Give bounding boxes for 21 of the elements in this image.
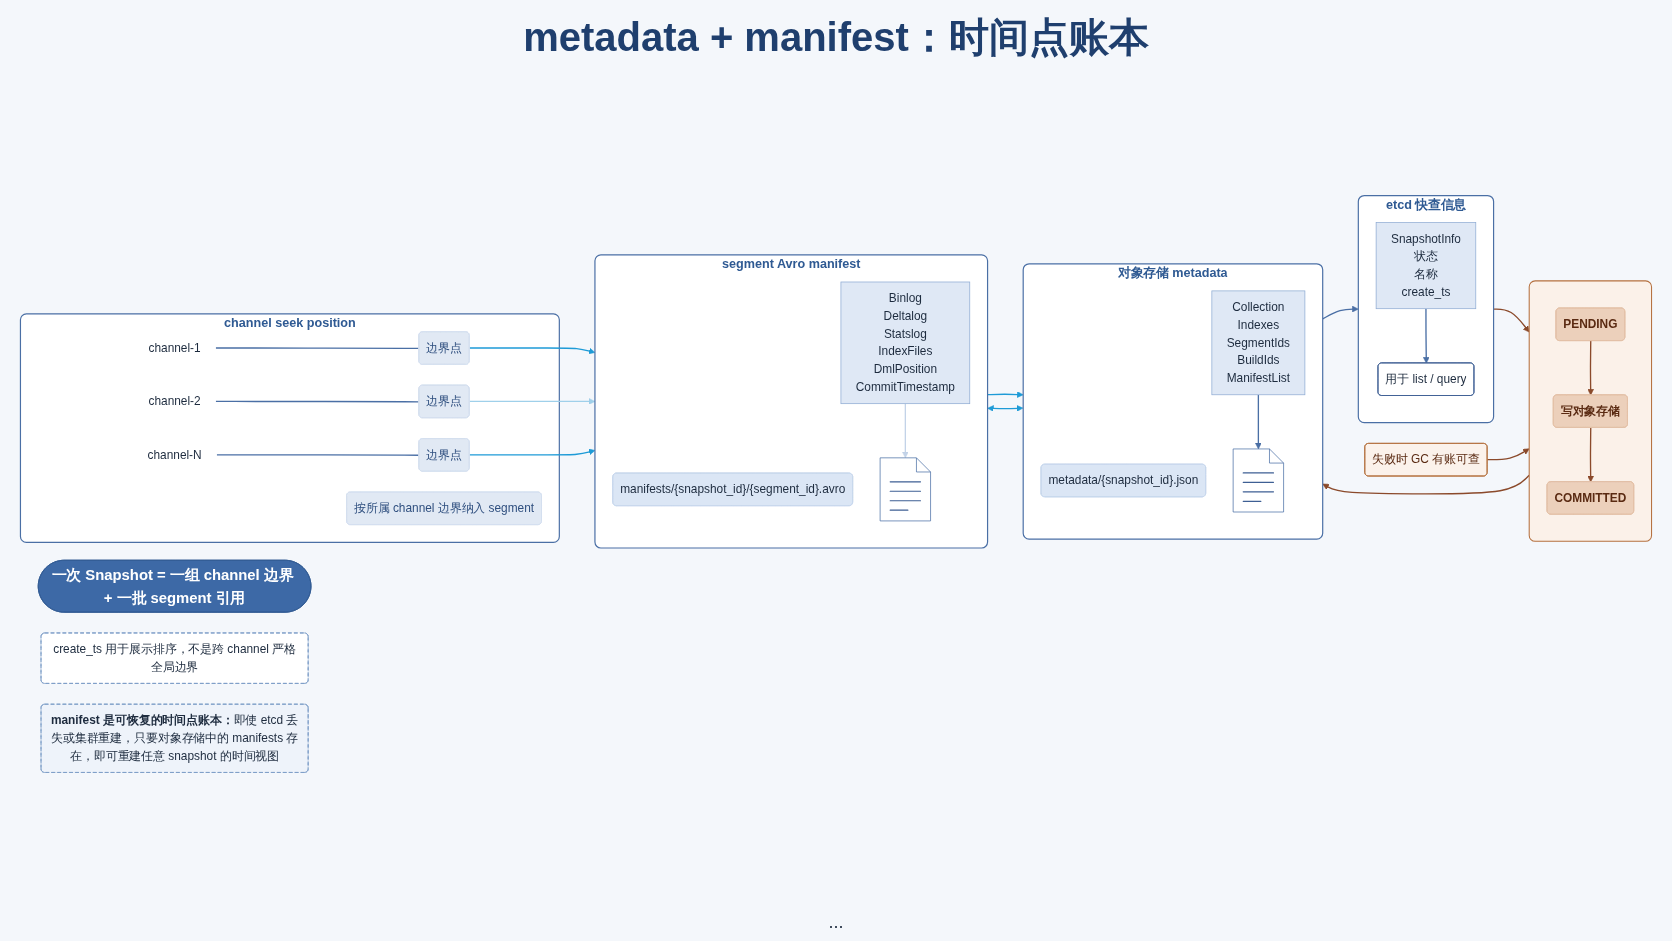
arrow	[1587, 427, 1594, 483]
connector	[215, 454, 420, 456]
connector	[214, 347, 420, 350]
arrow	[1587, 340, 1594, 396]
arrow	[902, 403, 909, 459]
arrow	[1322, 474, 1530, 495]
connector	[214, 400, 420, 403]
node-box: SnapshotInfo 状态 名称 create_ts	[1375, 222, 1477, 310]
node-text: channel-N	[147, 448, 202, 461]
arrow	[1255, 394, 1262, 450]
note-text: ...	[828, 912, 844, 933]
arrow	[1322, 305, 1359, 320]
node-box: Binlog Deltalog Statslog IndexFiles DmlPosition CommitTimestamp	[840, 281, 971, 405]
node-box: Collection Indexes SegmentIds BuildIds ManifestList	[1211, 290, 1306, 396]
node-text: channel-1	[148, 341, 201, 354]
diagram-title: metadata + manifest：时间点账本	[523, 14, 1149, 61]
arrow	[987, 405, 1024, 412]
node-text: channel-2	[148, 394, 201, 408]
cluster	[1528, 280, 1653, 542]
arrow	[1423, 308, 1430, 364]
arrow	[1486, 448, 1530, 461]
